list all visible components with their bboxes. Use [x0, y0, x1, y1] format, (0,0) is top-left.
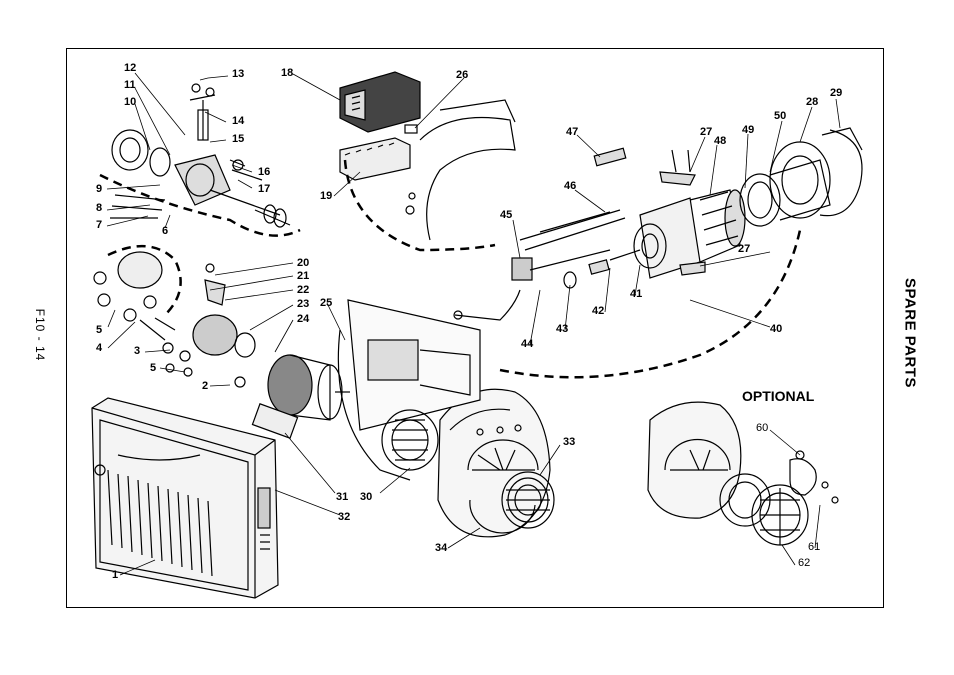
- motor: [251, 354, 350, 439]
- part-number: 49: [742, 124, 755, 136]
- part-number: 61: [808, 541, 821, 553]
- part-number: 42: [592, 305, 605, 317]
- part-number: 20: [297, 257, 310, 269]
- diagram-frame: [66, 48, 884, 608]
- nozzle-assembly: [453, 209, 641, 321]
- part-number: 45: [500, 209, 513, 221]
- part-number: 11: [124, 79, 136, 91]
- air-intake-guard: [501, 471, 555, 529]
- side-title: SPARE PARTS: [901, 278, 919, 388]
- part-number: 48: [714, 135, 727, 147]
- part-number: 23: [297, 298, 310, 310]
- part-number: 62: [798, 557, 811, 569]
- fan-impeller: [337, 299, 481, 481]
- part-number: 7: [96, 219, 103, 231]
- part-number: 46: [564, 180, 577, 192]
- part-number: 50: [774, 110, 787, 122]
- part-number: 19: [320, 190, 333, 202]
- optional-kit: [647, 401, 839, 546]
- fan-housing: [437, 388, 551, 538]
- air-box-shell: [405, 99, 516, 241]
- dashed-group-lines: [99, 159, 802, 379]
- part-number: 14: [232, 115, 245, 127]
- part-number: 13: [232, 68, 245, 80]
- part-number: 3: [134, 345, 141, 357]
- part-number: 31: [336, 491, 349, 503]
- part-number: 17: [258, 183, 271, 195]
- part-number: 16: [258, 166, 271, 178]
- part-number: 9: [96, 183, 103, 195]
- part-number: 6: [162, 225, 169, 237]
- part-number: 40: [770, 323, 783, 335]
- part-number: 22: [297, 284, 310, 296]
- part-number: 18: [281, 67, 294, 79]
- optional-label: OPTIONAL: [742, 388, 815, 404]
- part-number: 29: [830, 87, 843, 99]
- part-number: 34: [435, 542, 448, 554]
- part-number: 5: [150, 362, 157, 374]
- leader-lines: [106, 72, 841, 576]
- part-number: 24: [297, 313, 310, 325]
- part-number: 10: [124, 96, 137, 108]
- part-number: 27: [700, 126, 713, 138]
- pump-group: [93, 83, 291, 388]
- part-number: 32: [338, 511, 351, 523]
- part-number: 1: [112, 569, 119, 581]
- part-number: 21: [297, 270, 310, 282]
- part-number: 27: [738, 243, 751, 255]
- part-number: 43: [556, 323, 569, 335]
- part-number: 33: [563, 436, 576, 448]
- control-box: [339, 71, 421, 181]
- part-number: 5: [96, 324, 103, 336]
- part-number: 44: [521, 338, 534, 350]
- part-number: 41: [630, 288, 643, 300]
- part-number: 60: [756, 422, 769, 434]
- part-number: 15: [232, 133, 245, 145]
- part-number: 8: [96, 202, 103, 214]
- part-number: 28: [806, 96, 819, 108]
- burner-casing: [91, 397, 279, 599]
- part-number: 47: [566, 126, 579, 138]
- page-code: F10 - 14: [33, 308, 47, 362]
- part-number: 2: [202, 380, 209, 392]
- combustion-head: [593, 127, 863, 279]
- part-number: 4: [96, 342, 103, 354]
- part-number: 30: [360, 491, 373, 503]
- part-number: 25: [320, 297, 333, 309]
- part-number: 12: [124, 62, 137, 74]
- part-number: 26: [456, 69, 469, 81]
